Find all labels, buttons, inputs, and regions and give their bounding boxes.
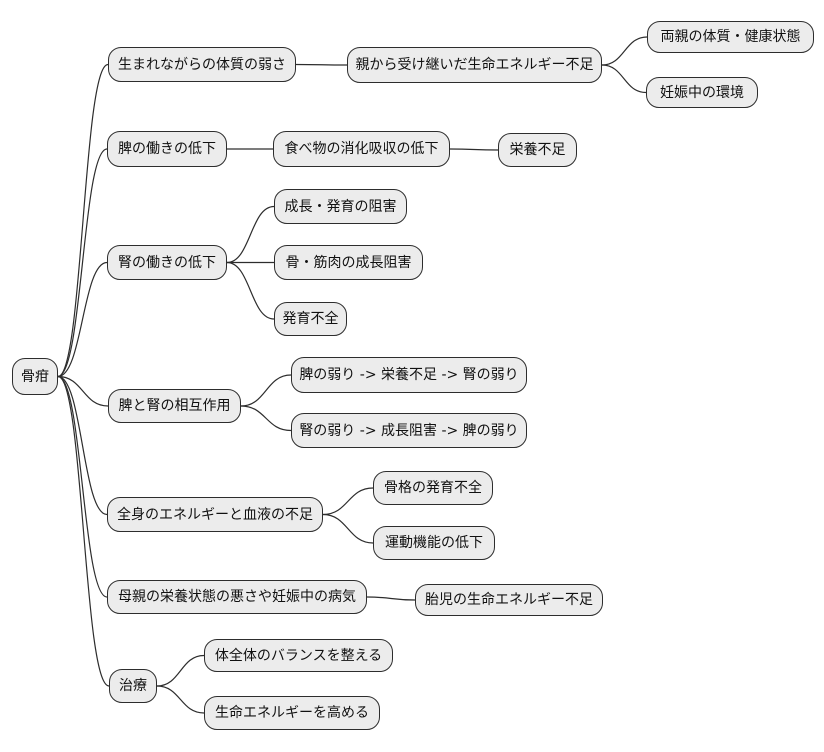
mindmap-node-parents-constitution-health: 両親の体質・健康状態 xyxy=(647,21,814,53)
mindmap-node-inherited-life-energy-deficiency: 親から受け継いだ生命エネルギー不足 xyxy=(347,47,602,83)
mindmap-node-spleen-weak-chain: 脾の弱り -> 栄養不足 -> 腎の弱り xyxy=(291,357,527,393)
mindmap-node-bone-muscle-growth-hindrance: 骨・筋肉の成長阻害 xyxy=(274,245,423,280)
mindmap-node-label: 胎児の生命エネルギー不足 xyxy=(425,592,593,608)
mindmap-node-motor-function-decline: 運動機能の低下 xyxy=(373,526,495,560)
mindmap-node-label: 脾の弱り -> 栄養不足 -> 腎の弱り xyxy=(299,367,519,383)
link-digestion-absorption-decline-to-malnutrition xyxy=(449,148,499,151)
mindmap-node-label: 栄養不足 xyxy=(509,142,566,158)
mindmap-node-maternal-nutrition-illness: 母親の栄養状態の悪さや妊娠中の病気 xyxy=(107,580,367,614)
link-kotsukan-root-to-innate-weak-constitution xyxy=(57,63,109,378)
mindmap-node-innate-weak-constitution: 生まれながらの体質の弱さ xyxy=(108,47,296,82)
mindmap-node-digestion-absorption-decline: 食べ物の消化吸収の低下 xyxy=(273,131,450,167)
mindmap-node-skeletal-development-failure: 骨格の発育不全 xyxy=(373,471,493,505)
mindmap-node-fetus-life-energy-deficiency: 胎児の生命エネルギー不足 xyxy=(415,584,603,616)
link-maternal-nutrition-illness-to-fetus-life-energy-deficiency xyxy=(366,596,416,601)
link-inherited-life-energy-deficiency-to-parents-constitution-health xyxy=(601,36,648,66)
mindmap-node-label: 妊娠中の環境 xyxy=(660,84,744,101)
link-whole-body-energy-blood-deficiency-to-skeletal-development-failure xyxy=(322,487,374,516)
link-kotsukan-root-to-whole-body-energy-blood-deficiency xyxy=(57,375,108,516)
link-kotsukan-root-to-maternal-nutrition-illness xyxy=(57,375,108,598)
mindmap-node-label: 運動機能の低下 xyxy=(385,535,483,551)
mindmap-node-treatment: 治療 xyxy=(109,669,157,703)
mindmap-node-raise-life-energy: 生命エネルギーを高める xyxy=(204,696,380,730)
link-spleen-kidney-interaction-to-kidney-weak-chain xyxy=(240,405,292,432)
mindmap-node-label: 生まれながらの体質の弱さ xyxy=(118,56,286,73)
mindmap-node-label: 親から受け継いだ生命エネルギー不足 xyxy=(355,57,594,73)
mindmap-node-label: 骨格の発育不全 xyxy=(384,480,482,496)
mindmap-node-label: 全身のエネルギーと血液の不足 xyxy=(117,506,313,523)
mindmap-node-label: 生命エネルギーを高める xyxy=(215,705,369,721)
mindmap-node-developmental-failure: 発育不全 xyxy=(274,302,347,336)
mindmap-node-pregnancy-environment: 妊娠中の環境 xyxy=(646,77,758,108)
link-kidney-function-decline-to-growth-development-hindrance xyxy=(226,205,275,264)
mindmap-node-label: 骨疳 xyxy=(21,368,49,385)
mindmap-node-label: 治療 xyxy=(119,678,147,694)
mindmap-node-whole-body-energy-blood-deficiency: 全身のエネルギーと血液の不足 xyxy=(107,497,323,532)
mindmap-node-spleen-kidney-interaction: 脾と腎の相互作用 xyxy=(108,389,241,423)
mindmap-node-spleen-function-decline: 脾の働きの低下 xyxy=(107,131,227,167)
mindmap-node-growth-development-hindrance: 成長・発育の阻害 xyxy=(274,189,407,224)
mindmap-node-label: 骨・筋肉の成長阻害 xyxy=(285,254,412,271)
mindmap-node-label: 脾と腎の相互作用 xyxy=(118,398,231,414)
mindmap-node-label: 発育不全 xyxy=(282,311,339,327)
link-kotsukan-root-to-treatment xyxy=(57,375,110,687)
mindmap-node-label: 脾の働きの低下 xyxy=(118,141,216,157)
mindmap-node-kidney-function-decline: 腎の働きの低下 xyxy=(107,245,227,280)
link-kotsukan-root-to-spleen-function-decline xyxy=(57,148,108,378)
mindmap-node-label: 母親の栄養状態の悪さや妊娠中の病気 xyxy=(118,589,356,605)
link-whole-body-energy-blood-deficiency-to-motor-function-decline xyxy=(322,513,374,544)
mindmap-node-label: 腎の弱り -> 成長阻害 -> 脾の弱り xyxy=(299,422,519,439)
mindmap-node-balance-whole-body: 体全体のバランスを整える xyxy=(204,639,393,672)
mindmap-node-malnutrition: 栄養不足 xyxy=(498,133,577,167)
link-innate-weak-constitution-to-inherited-life-energy-deficiency xyxy=(295,63,348,66)
link-spleen-kidney-interaction-to-spleen-weak-chain xyxy=(240,374,292,407)
mindmap-node-label: 成長・発育の阻害 xyxy=(284,198,397,215)
link-kidney-function-decline-to-developmental-failure xyxy=(226,261,275,320)
mindmap-node-label: 両親の体質・健康状態 xyxy=(660,29,801,45)
link-treatment-to-raise-life-energy xyxy=(156,685,205,714)
link-treatment-to-balance-whole-body xyxy=(156,654,205,687)
mindmap-node-kidney-weak-chain: 腎の弱り -> 成長阻害 -> 脾の弱り xyxy=(291,413,527,448)
mindmap-node-label: 食べ物の消化吸収の低下 xyxy=(284,141,439,157)
mindmap-node-label: 体全体のバランスを整える xyxy=(214,647,383,664)
mindmap-node-label: 腎の働きの低下 xyxy=(118,254,216,271)
link-inherited-life-energy-deficiency-to-pregnancy-environment xyxy=(601,64,647,94)
mindmap-node-kotsukan-root: 骨疳 xyxy=(12,358,58,395)
link-kotsukan-root-to-spleen-kidney-interaction xyxy=(57,375,109,407)
link-kotsukan-root-to-kidney-function-decline xyxy=(57,261,108,378)
